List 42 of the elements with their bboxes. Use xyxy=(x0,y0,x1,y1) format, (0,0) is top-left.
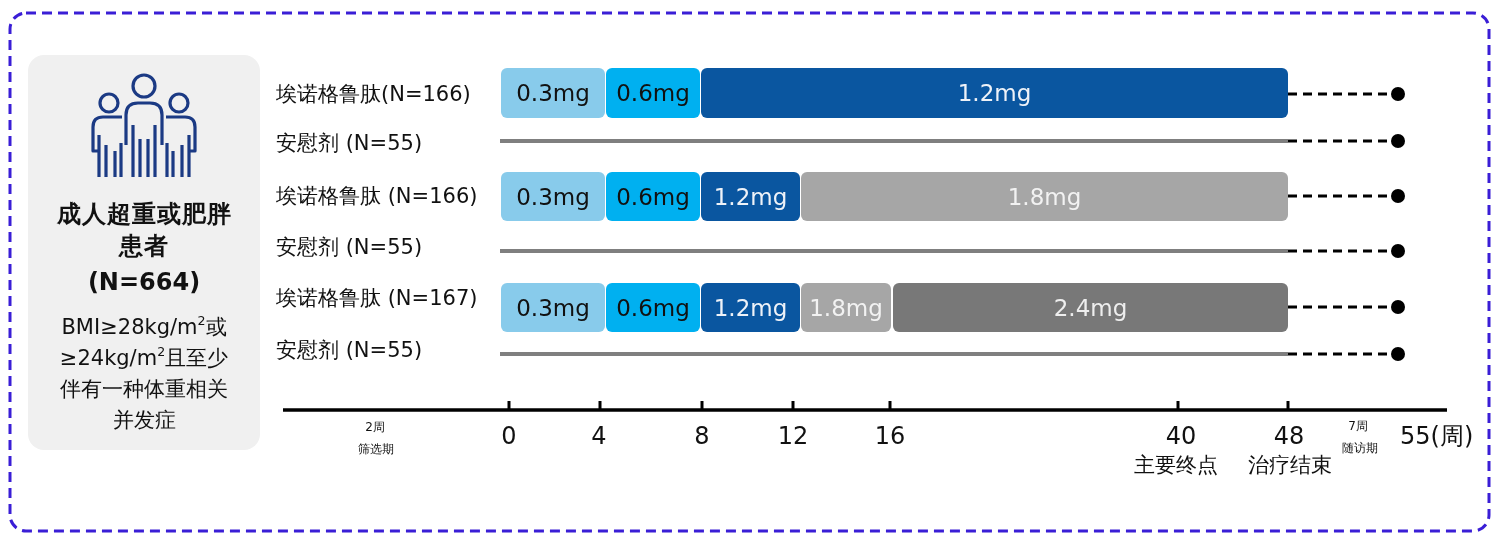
dose-bar: 1.8mg xyxy=(801,172,1288,221)
end-dot xyxy=(1391,87,1405,101)
sample-size: (N=664) xyxy=(87,269,201,297)
dose-bar: 2.4mg xyxy=(893,283,1288,332)
dose-bar: 0.6mg xyxy=(606,172,700,221)
dose-bar: 0.3mg xyxy=(501,68,605,118)
tick-label: 16 xyxy=(874,423,906,451)
period-label: 2周 xyxy=(365,421,385,435)
tick-label: 4 xyxy=(591,423,607,451)
period-label: 随访期 xyxy=(1342,442,1378,456)
dose-bar: 1.2mg xyxy=(701,283,800,332)
end-dot xyxy=(1391,347,1405,361)
period-label: 7周 xyxy=(1348,420,1368,434)
tick-label: 48 xyxy=(1273,423,1305,451)
arm-label: 埃诺格鲁肽(N=166) xyxy=(276,81,471,107)
end-dot xyxy=(1391,244,1405,258)
tick-label: 0 xyxy=(501,423,517,451)
period-label: 筛选期 xyxy=(358,443,394,457)
dose-bar: 1.2mg xyxy=(701,68,1288,118)
dose-bar: 0.6mg xyxy=(606,283,700,332)
tick-label: 8 xyxy=(694,423,710,451)
population-panel xyxy=(28,55,260,450)
dose-bar: 1.2mg xyxy=(701,172,800,221)
arm-label: 安慰剂 (N=55) xyxy=(276,234,423,260)
end-dot xyxy=(1391,134,1405,148)
tick-label: 40 xyxy=(1165,423,1197,451)
dose-bar: 0.3mg xyxy=(501,283,605,332)
arm-label: 埃诺格鲁肽 (N=166) xyxy=(276,183,478,209)
inclusion-criteria: BMI≥28kg/m$^{2}$或≥24kg/m$^{2}$且至少伴有一种体重相关并发症 xyxy=(58,312,230,434)
end-dot xyxy=(1391,300,1405,314)
tick-label: 55(周) xyxy=(1400,423,1474,451)
tick-label: 12 xyxy=(777,423,809,451)
arm-label: 安慰剂 (N=55) xyxy=(276,337,423,363)
dose-bar: 1.8mg xyxy=(801,283,891,332)
milestone-label: 治疗结束 xyxy=(1248,452,1332,478)
dose-bar: 0.3mg xyxy=(501,172,605,221)
arm-label: 埃诺格鲁肽 (N=167) xyxy=(276,285,478,311)
dose-bar: 0.6mg xyxy=(606,68,700,118)
group-title: 成人超重或肥胖患者 xyxy=(55,199,233,262)
end-dot xyxy=(1391,189,1405,203)
milestone-label: 主要终点 xyxy=(1134,452,1218,478)
arm-label: 安慰剂 (N=55) xyxy=(276,130,423,156)
